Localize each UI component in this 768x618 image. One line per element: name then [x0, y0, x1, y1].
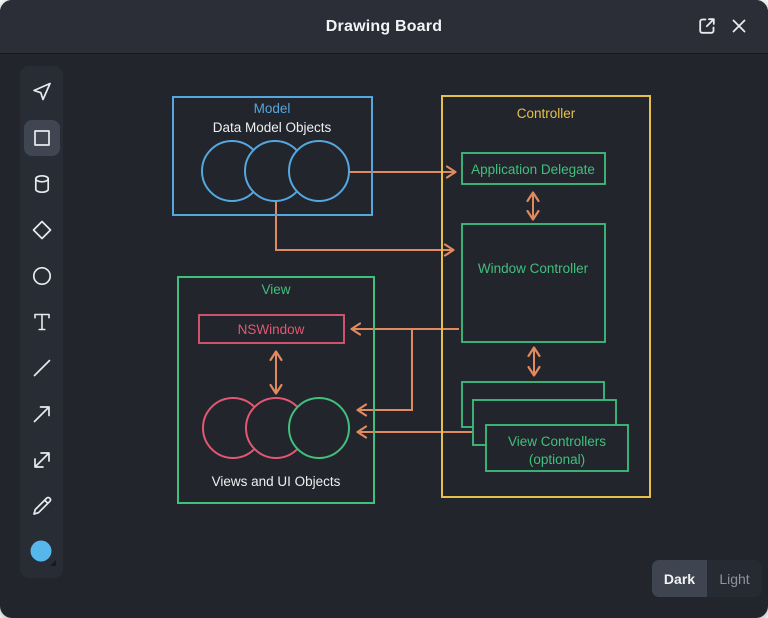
- theme-dark-button[interactable]: Dark: [652, 560, 707, 597]
- pencil-icon: [32, 496, 51, 515]
- cylinder-icon: [34, 174, 49, 194]
- cursor-icon: [32, 82, 51, 101]
- tool-select[interactable]: [20, 69, 63, 115]
- text-icon: [33, 313, 50, 331]
- view-group-box[interactable]: View NSWindow Views and UI Objects: [177, 276, 375, 504]
- tool-cylinder[interactable]: [20, 161, 63, 207]
- square-icon: [33, 130, 50, 146]
- view-controllers-stack[interactable]: View Controllers (optional): [461, 381, 629, 472]
- view-controllers-label[interactable]: View Controllers: [508, 434, 606, 449]
- export-icon[interactable]: [695, 14, 719, 38]
- model-title[interactable]: Model: [254, 101, 291, 116]
- model-subtitle[interactable]: Data Model Objects: [213, 120, 332, 135]
- tool-text[interactable]: [20, 299, 63, 345]
- double-arrow-icon: [33, 452, 50, 468]
- tool-double-arrow[interactable]: [20, 437, 63, 483]
- controller-group-box[interactable]: Controller Application Delegate Window C…: [441, 95, 651, 498]
- controller-title[interactable]: Controller: [517, 106, 576, 121]
- application-delegate-label[interactable]: Application Delegate: [471, 162, 595, 177]
- tool-line[interactable]: [20, 345, 63, 391]
- window-title: Drawing Board: [325, 18, 443, 35]
- tool-arrow[interactable]: [20, 391, 63, 437]
- connector-windowcontroller-to-views[interactable]: [356, 329, 413, 417]
- view-controllers-optional-label[interactable]: (optional): [529, 452, 585, 467]
- line-icon: [33, 359, 50, 377]
- titlebar: Drawing Board: [0, 0, 768, 54]
- swatch-corner-triangle-icon: [49, 560, 56, 566]
- diamond-icon: [32, 220, 51, 240]
- views-caption[interactable]: Views and UI Objects: [212, 474, 341, 489]
- view-title[interactable]: View: [261, 282, 290, 297]
- application-delegate-box: [461, 152, 606, 185]
- theme-toggle: Dark Light: [652, 560, 762, 597]
- color-swatch-icon: [30, 540, 56, 566]
- theme-light-button[interactable]: Light: [707, 560, 762, 597]
- tool-ellipse[interactable]: [20, 253, 63, 299]
- model-group-box[interactable]: Model Data Model Objects: [172, 96, 373, 216]
- tool-color-picker[interactable]: [20, 529, 63, 575]
- tool-palette: [20, 66, 63, 578]
- tool-diamond[interactable]: [20, 207, 63, 253]
- close-icon[interactable]: [727, 14, 751, 38]
- tool-rectangle[interactable]: [20, 115, 63, 161]
- connector-model-to-windowcontroller[interactable]: [275, 201, 455, 257]
- window-controller-box: [461, 223, 606, 343]
- nswindow-label[interactable]: NSWindow: [238, 322, 305, 337]
- nswindow-box: [198, 314, 345, 344]
- arrow-icon: [33, 406, 50, 423]
- circle-icon: [32, 266, 51, 286]
- tool-pencil[interactable]: [20, 483, 63, 529]
- window-controller-label[interactable]: Window Controller: [478, 261, 589, 276]
